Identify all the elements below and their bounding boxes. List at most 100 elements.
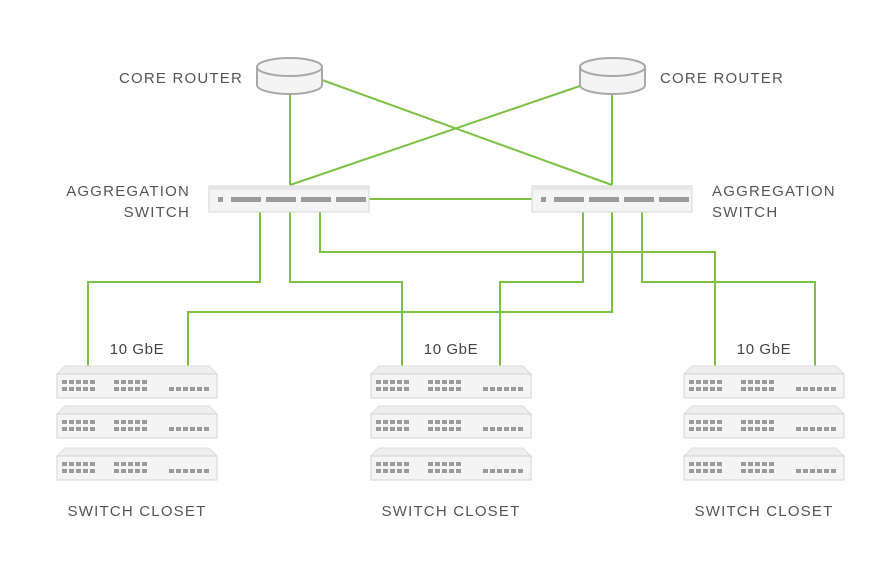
access-port [497, 427, 502, 431]
access-switch [369, 405, 533, 439]
access-port [83, 380, 88, 384]
access-port [169, 387, 174, 391]
access-port [69, 420, 74, 424]
access-port [769, 427, 774, 431]
access-port [404, 462, 409, 466]
access-port [762, 420, 767, 424]
access-port [511, 469, 516, 473]
access-port [142, 420, 147, 424]
access-port [90, 427, 95, 431]
access-port [796, 469, 801, 473]
access-port [169, 469, 174, 473]
access-port [810, 469, 815, 473]
access-port [490, 427, 495, 431]
switch-port-bank [659, 197, 689, 202]
closet-1-uplink-label: 10 GbE [110, 341, 164, 358]
access-port [83, 387, 88, 391]
closet-2-label: SWITCH CLOSET [382, 503, 521, 520]
access-port [190, 469, 195, 473]
core-router-2 [579, 57, 646, 95]
access-port [114, 387, 119, 391]
access-switch [369, 365, 533, 399]
access-port [176, 427, 181, 431]
access-port [197, 427, 202, 431]
access-port [390, 462, 395, 466]
access-switch [369, 447, 533, 481]
access-port [769, 462, 774, 466]
access-port [456, 380, 461, 384]
access-port [703, 380, 708, 384]
access-switch-front [370, 455, 532, 481]
access-port [397, 387, 402, 391]
access-port [376, 387, 381, 391]
access-switch-front [683, 413, 845, 439]
access-port [769, 469, 774, 473]
access-port [497, 469, 502, 473]
access-port [397, 427, 402, 431]
access-port [114, 380, 119, 384]
core-router-1-label: CORE ROUTER [119, 70, 243, 87]
access-port [121, 420, 126, 424]
access-port [755, 420, 760, 424]
access-port [428, 469, 433, 473]
access-port [696, 469, 701, 473]
access-port [121, 462, 126, 466]
access-port [435, 387, 440, 391]
access-port [435, 380, 440, 384]
access-port [449, 380, 454, 384]
access-port [190, 427, 195, 431]
access-port [696, 387, 701, 391]
access-port [62, 420, 67, 424]
access-port [69, 427, 74, 431]
access-port [518, 469, 523, 473]
access-port [497, 387, 502, 391]
access-port [428, 380, 433, 384]
link-agg2-closet3 [641, 212, 816, 366]
access-port [376, 469, 381, 473]
switch-icon [531, 185, 693, 213]
access-port [90, 380, 95, 384]
switch-port-bank [589, 197, 619, 202]
access-port [810, 427, 815, 431]
access-port [176, 387, 181, 391]
access-port [62, 380, 67, 384]
access-port [817, 469, 822, 473]
access-port [748, 387, 753, 391]
access-port [428, 462, 433, 466]
access-switch-top [55, 405, 219, 415]
access-port [428, 387, 433, 391]
switch-port-bank [624, 197, 654, 202]
access-port [748, 420, 753, 424]
access-port [689, 420, 694, 424]
switch-port-bank [554, 197, 584, 202]
access-port [190, 387, 195, 391]
access-port [696, 380, 701, 384]
access-port [83, 469, 88, 473]
access-switch-front [56, 373, 218, 399]
access-port [717, 427, 722, 431]
access-port [183, 387, 188, 391]
access-port [762, 462, 767, 466]
access-port [449, 420, 454, 424]
switch-stack [682, 365, 846, 481]
access-port [824, 387, 829, 391]
access-switch-top [682, 405, 846, 415]
access-switch-top [682, 447, 846, 457]
access-port [689, 469, 694, 473]
access-port [717, 420, 722, 424]
switch-icon [208, 185, 370, 213]
access-switch [55, 365, 219, 399]
access-switch-front [683, 373, 845, 399]
access-port [741, 420, 746, 424]
access-port [204, 427, 209, 431]
access-port [204, 469, 209, 473]
access-port [456, 469, 461, 473]
access-port [442, 387, 447, 391]
access-port [717, 462, 722, 466]
access-switch [682, 447, 846, 481]
access-port [831, 469, 836, 473]
access-port [428, 427, 433, 431]
access-port [404, 387, 409, 391]
access-port [504, 427, 509, 431]
access-port [762, 427, 767, 431]
